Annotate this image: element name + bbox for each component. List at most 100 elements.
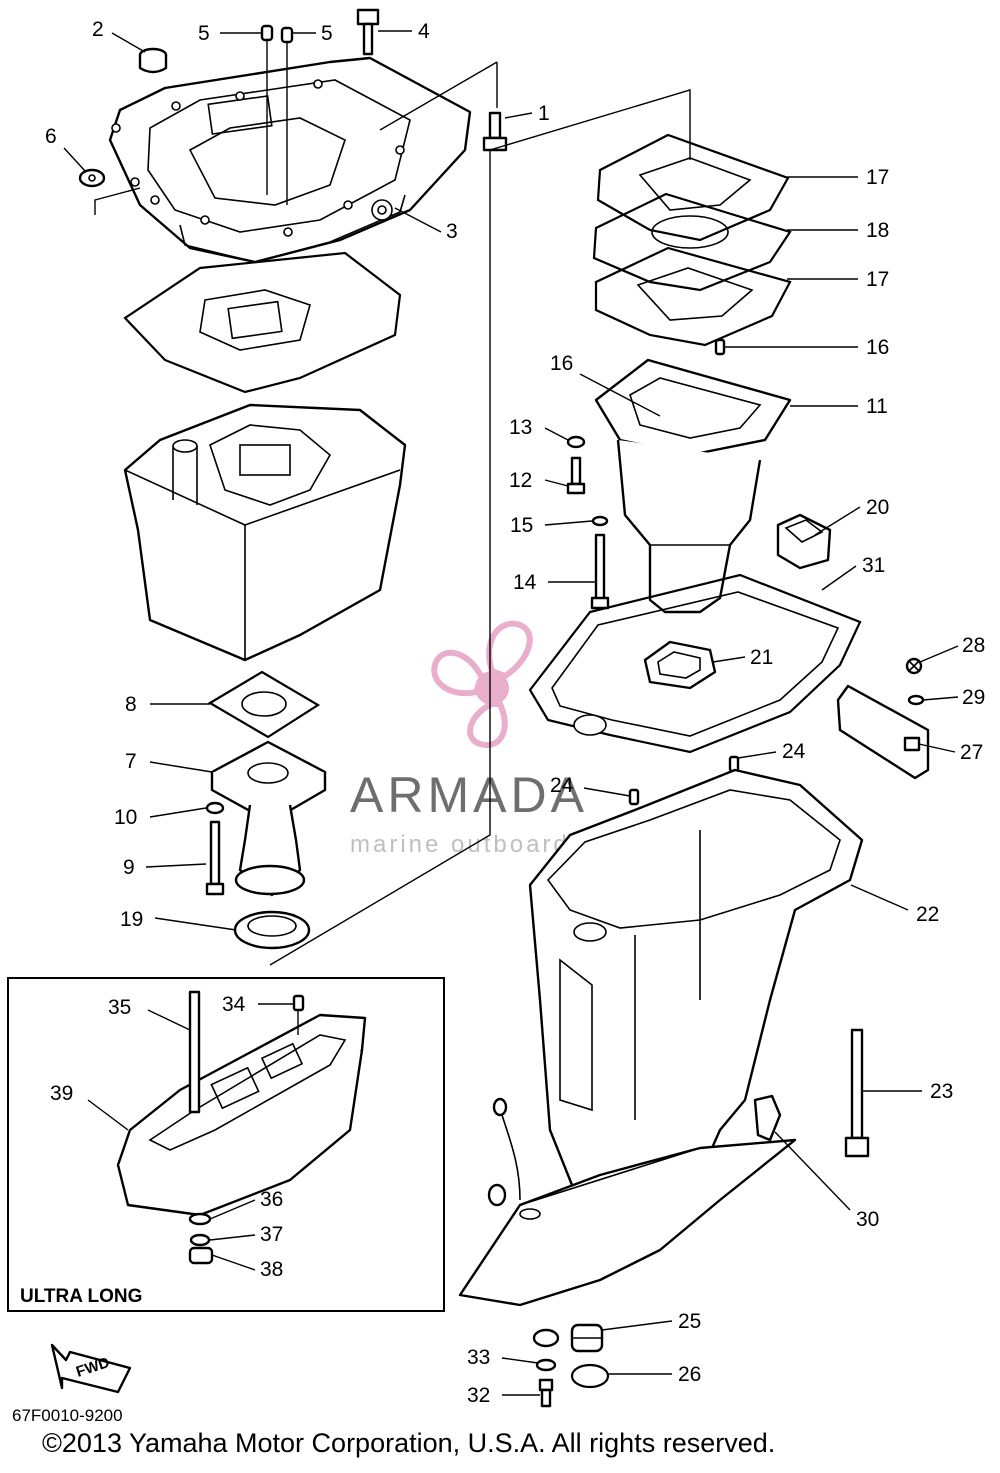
part-3-upper-casing [108,56,472,264]
callout-number-24b: 24 [550,774,574,797]
callout-leader-30 [774,1131,851,1211]
ultra-long-inset: ULTRA LONG [7,977,445,1312]
callout-leader-19 [154,917,237,931]
callout-number-9: 9 [123,856,135,879]
part-33-washer [535,1358,557,1372]
callout-number-4: 4 [418,20,430,43]
inset-label: ULTRA LONG [20,1286,142,1307]
callout-leader-31 [821,565,857,591]
part-5-dowel-pins [260,24,294,205]
callout-number-15: 15 [510,514,533,537]
callout-number-35: 35 [108,996,131,1019]
callout-number-30: 30 [856,1208,879,1231]
callout-number-16a: 16 [866,336,889,359]
callout-number-18: 18 [866,219,889,242]
part-39-extension-housing [116,1013,367,1217]
part-26-circlip [570,1363,610,1389]
callout-number-2: 2 [92,18,104,41]
watermark-brand: ARMADA [350,767,588,823]
part-13-washer [566,435,586,449]
callout-number-17a: 17 [866,166,889,189]
callout-leader-25 [601,1320,673,1331]
callout-leader-37 [209,1234,256,1241]
part-30-anode [753,1094,782,1142]
part-19-seal [233,910,311,950]
part-37-lock-washer [189,1233,211,1247]
anti-ventilation-plate [458,1138,797,1307]
callout-number-12: 12 [509,469,532,492]
part-11-exhaust-manifold [594,358,792,614]
inset-frame [7,977,445,1312]
callout-number-39: 39 [50,1082,73,1105]
callout-number-26: 26 [678,1363,701,1386]
part-15-washer [591,515,609,527]
callout-leader-33 [501,1357,539,1364]
callout-leader-6 [63,147,87,173]
part-38-nut [188,1246,214,1265]
part-8-gasket [207,670,321,739]
part-12-bolt [566,456,586,495]
callout-number-22: 22 [916,903,939,926]
callout-number-38: 38 [260,1258,283,1281]
upper-casing-gasket [123,251,402,394]
callout-number-33: 33 [467,1346,490,1369]
part-36-washer [188,1212,212,1226]
callout-leader-10 [149,807,207,818]
callout-number-32: 32 [467,1384,490,1407]
diagram-code: 67F0010-9200 [12,1406,123,1425]
part-25-nut [570,1323,604,1353]
callout-number-14: 14 [513,571,537,594]
part-23-bolt [844,1028,870,1158]
part-31-gasket [528,573,862,754]
callout-leader-9 [145,863,207,868]
callout-number-13: 13 [509,416,532,439]
part-21-grommet [643,640,717,690]
callout-leader-36 [209,1199,256,1220]
callout-number-20: 20 [866,496,889,519]
callout-number-7: 7 [125,750,137,773]
callout-number-34: 34 [222,993,246,1016]
callout-leader-35 [147,1009,191,1031]
lower-fitting [532,1328,560,1348]
callout-number-27: 27 [960,741,983,764]
armada-watermark: ARMADA marine outboards [350,620,588,858]
part-7-exhaust-guide [210,740,327,897]
callout-leader-39 [87,1099,129,1131]
part-22-drive-shaft-housing [528,768,864,1207]
callout-leader-3 [394,207,442,233]
watermark-tagline: marine outboards [350,831,585,858]
part-20-rubber-block [776,513,832,570]
callout-number-21: 21 [750,646,773,669]
callout-number-6: 6 [45,125,57,148]
callout-leader-15 [544,520,593,526]
part-17-gasket-top [596,133,790,242]
part-28-screw [905,657,923,675]
callout-number-37: 37 [260,1223,283,1246]
callout-leader-24a [737,751,777,759]
callout-leader-21 [712,656,746,663]
part-17-gasket-lower [594,246,792,347]
callout-number-25: 25 [678,1310,701,1333]
part-4-bolt [356,8,380,56]
part-29-washer [907,694,925,706]
part-10-washer [205,801,225,815]
callout-number-11: 11 [866,395,888,418]
callout-number-28: 28 [962,634,985,657]
callout-leader-38 [211,1254,256,1271]
part-32-bolt [538,1378,554,1408]
part-9-bolt [205,820,225,896]
callout-number-36: 36 [260,1188,283,1211]
callout-number-8: 8 [125,693,137,716]
propeller-logo [431,620,533,749]
part-34-pin [292,994,305,1035]
callout-number-16b: 16 [550,352,573,375]
callout-number-1: 1 [538,102,550,125]
callout-leader-2 [111,32,146,53]
callout-leader-16b [579,373,661,417]
callout-number-29: 29 [962,686,985,709]
callout-leader-20 [814,506,861,536]
callout-number-24a: 24 [782,740,806,763]
callout-leader-13 [544,427,569,441]
part-2-plug [138,47,168,74]
